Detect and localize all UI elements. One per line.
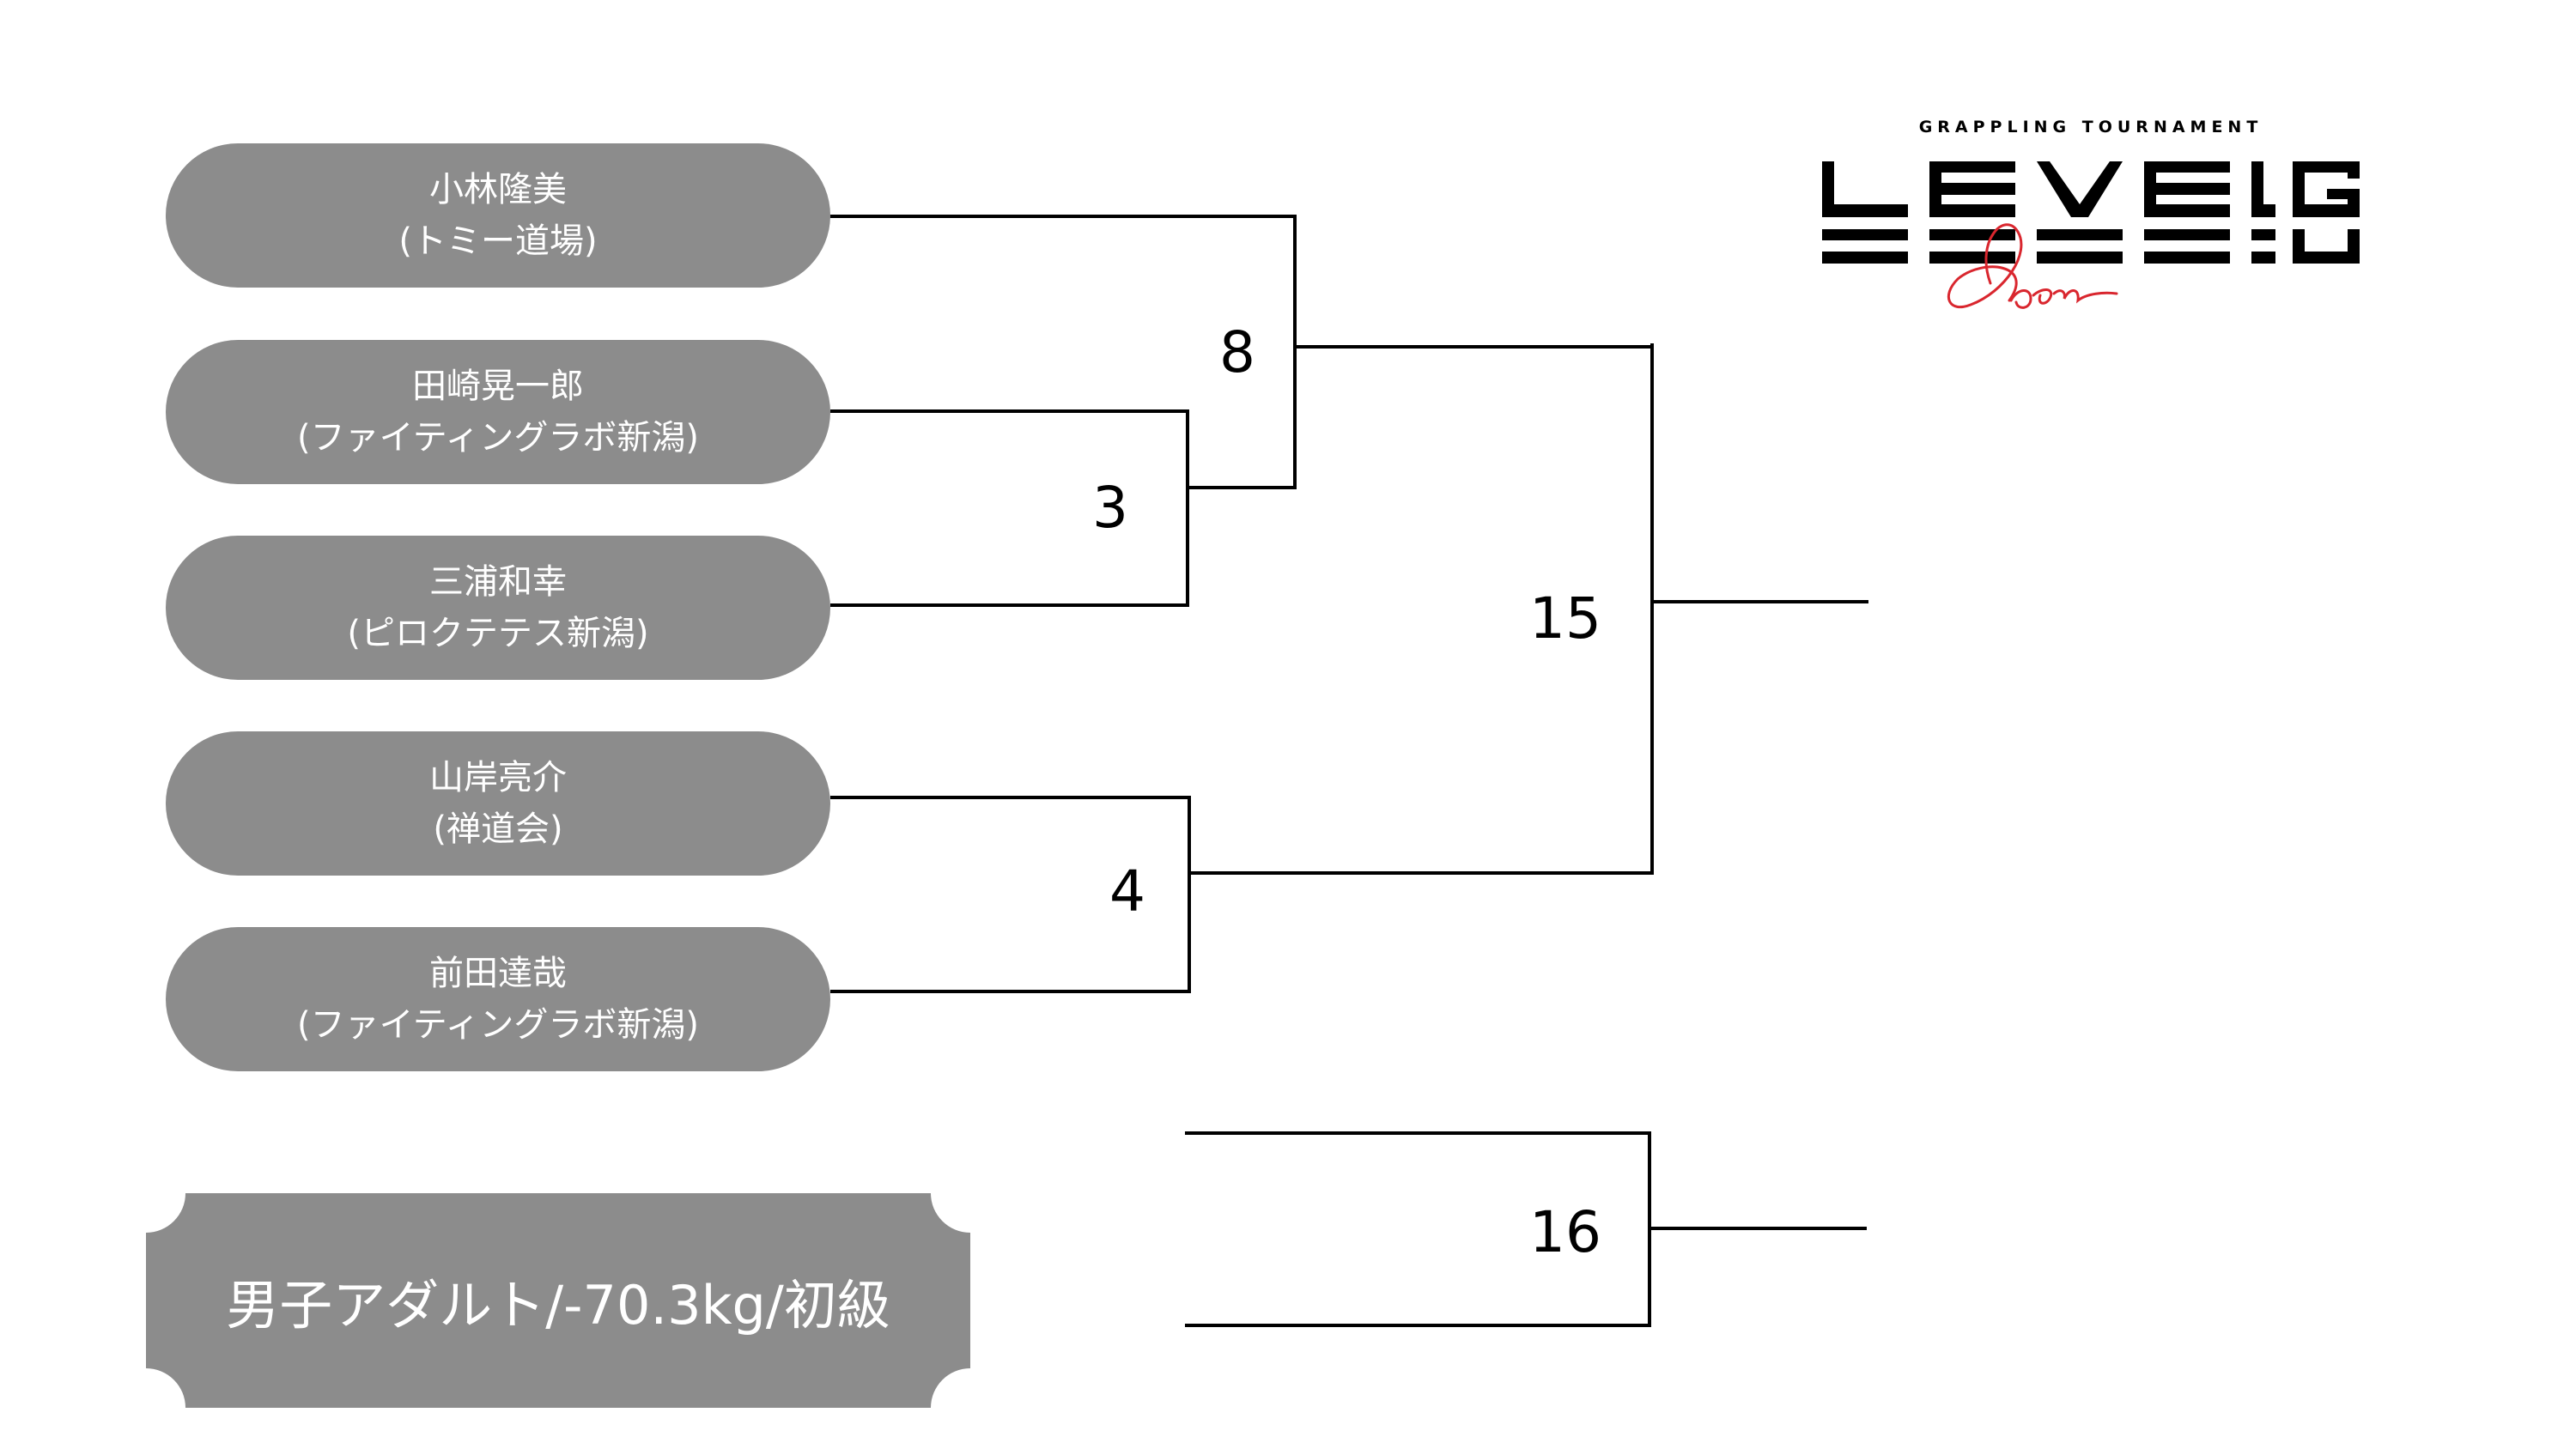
bracket-line [830, 215, 1297, 218]
player-team: (ピロクテテス新潟) [347, 614, 649, 653]
bracket-line [1189, 871, 1654, 875]
player-team: (禅道会) [433, 809, 563, 849]
match-number-4: 4 [1109, 858, 1145, 925]
player-slot-2: 田崎晃一郎 (ファイティングラボ新潟) [166, 340, 830, 484]
player-slot-5: 前田達哉 (ファイティングラボ新潟) [166, 927, 830, 1071]
bracket-line [830, 990, 1191, 993]
bracket-line [1293, 215, 1297, 488]
bracket-line [1652, 600, 1868, 603]
bracket-line [830, 409, 1189, 413]
bracket-line [1185, 1324, 1651, 1327]
player-slot-4: 山岸亮介 (禅道会) [166, 731, 830, 876]
player-name: 小林隆美 [429, 170, 567, 209]
match-number-3: 3 [1092, 475, 1128, 541]
bracket-line [1188, 796, 1191, 993]
category-plate [146, 1193, 970, 1408]
player-slot-1: 小林隆美 (トミー道場) [166, 143, 830, 288]
player-name: 山岸亮介 [429, 758, 567, 797]
bracket-line [830, 603, 1189, 607]
bracket-line [830, 796, 1191, 799]
bracket-line [1186, 409, 1189, 607]
bracket-line [1649, 1227, 1867, 1230]
player-name: 前田達哉 [429, 954, 567, 993]
level-g-open-logo [1822, 161, 2360, 309]
player-team: (トミー道場) [398, 221, 598, 261]
match-number-15: 15 [1529, 585, 1601, 652]
bracket-line [1188, 486, 1297, 489]
logo-tagline: GRAPPLING TOURNAMENT [1918, 118, 2263, 136]
player-team: (ファイティングラボ新潟) [296, 418, 699, 458]
category-label: 男子アダルト/-70.3kg/初級 [226, 1274, 890, 1337]
bracket-line [1185, 1131, 1651, 1135]
match-number-16: 16 [1529, 1199, 1601, 1265]
match-number-8: 8 [1219, 319, 1255, 385]
player-name: 田崎晃一郎 [412, 367, 584, 406]
bracket-line [1295, 345, 1652, 349]
player-name: 三浦和幸 [429, 562, 567, 602]
player-team: (ファイティングラボ新潟) [296, 1005, 699, 1045]
player-slot-3: 三浦和幸 (ピロクテテス新潟) [166, 536, 830, 680]
bracket-line [1650, 343, 1654, 875]
